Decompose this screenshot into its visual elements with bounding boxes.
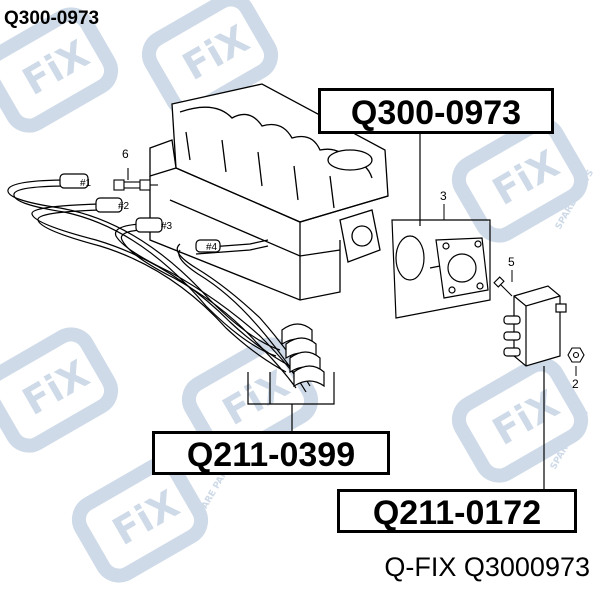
callout-ignition-leads[interactable]: Q211-0399 (152, 431, 390, 475)
engine-head (149, 83, 389, 301)
footer-code: Q3000973 (463, 552, 590, 582)
spark-plug (113, 168, 158, 191)
item-number-5: 5 (508, 255, 515, 269)
callout-ignition-coil[interactable]: Q211-0172 (337, 489, 577, 533)
ignition-coil (503, 285, 567, 367)
item-number-3: 3 (440, 189, 447, 203)
nut (567, 347, 585, 363)
footer-brand-line: Q-FIX Q3000973 (384, 552, 590, 583)
plug-tag-3: #3 (161, 221, 173, 232)
header-part-code: Q300-0973 (4, 8, 100, 29)
throttle-body (391, 219, 491, 319)
plug-tag-4: #4 (206, 242, 218, 253)
plug-tag-1: #1 (80, 178, 92, 189)
footer-brand: Q-FIX (384, 552, 457, 582)
screw (493, 276, 513, 297)
plug-boots (59, 173, 325, 388)
callout-leaders (247, 134, 545, 489)
plug-tag-2: #2 (118, 201, 130, 212)
callout-throttle-body[interactable]: Q300-0973 (318, 88, 554, 134)
ignition-leads (7, 179, 311, 393)
item-number-6: 6 (122, 147, 129, 161)
item-number-2: 2 (572, 377, 579, 391)
